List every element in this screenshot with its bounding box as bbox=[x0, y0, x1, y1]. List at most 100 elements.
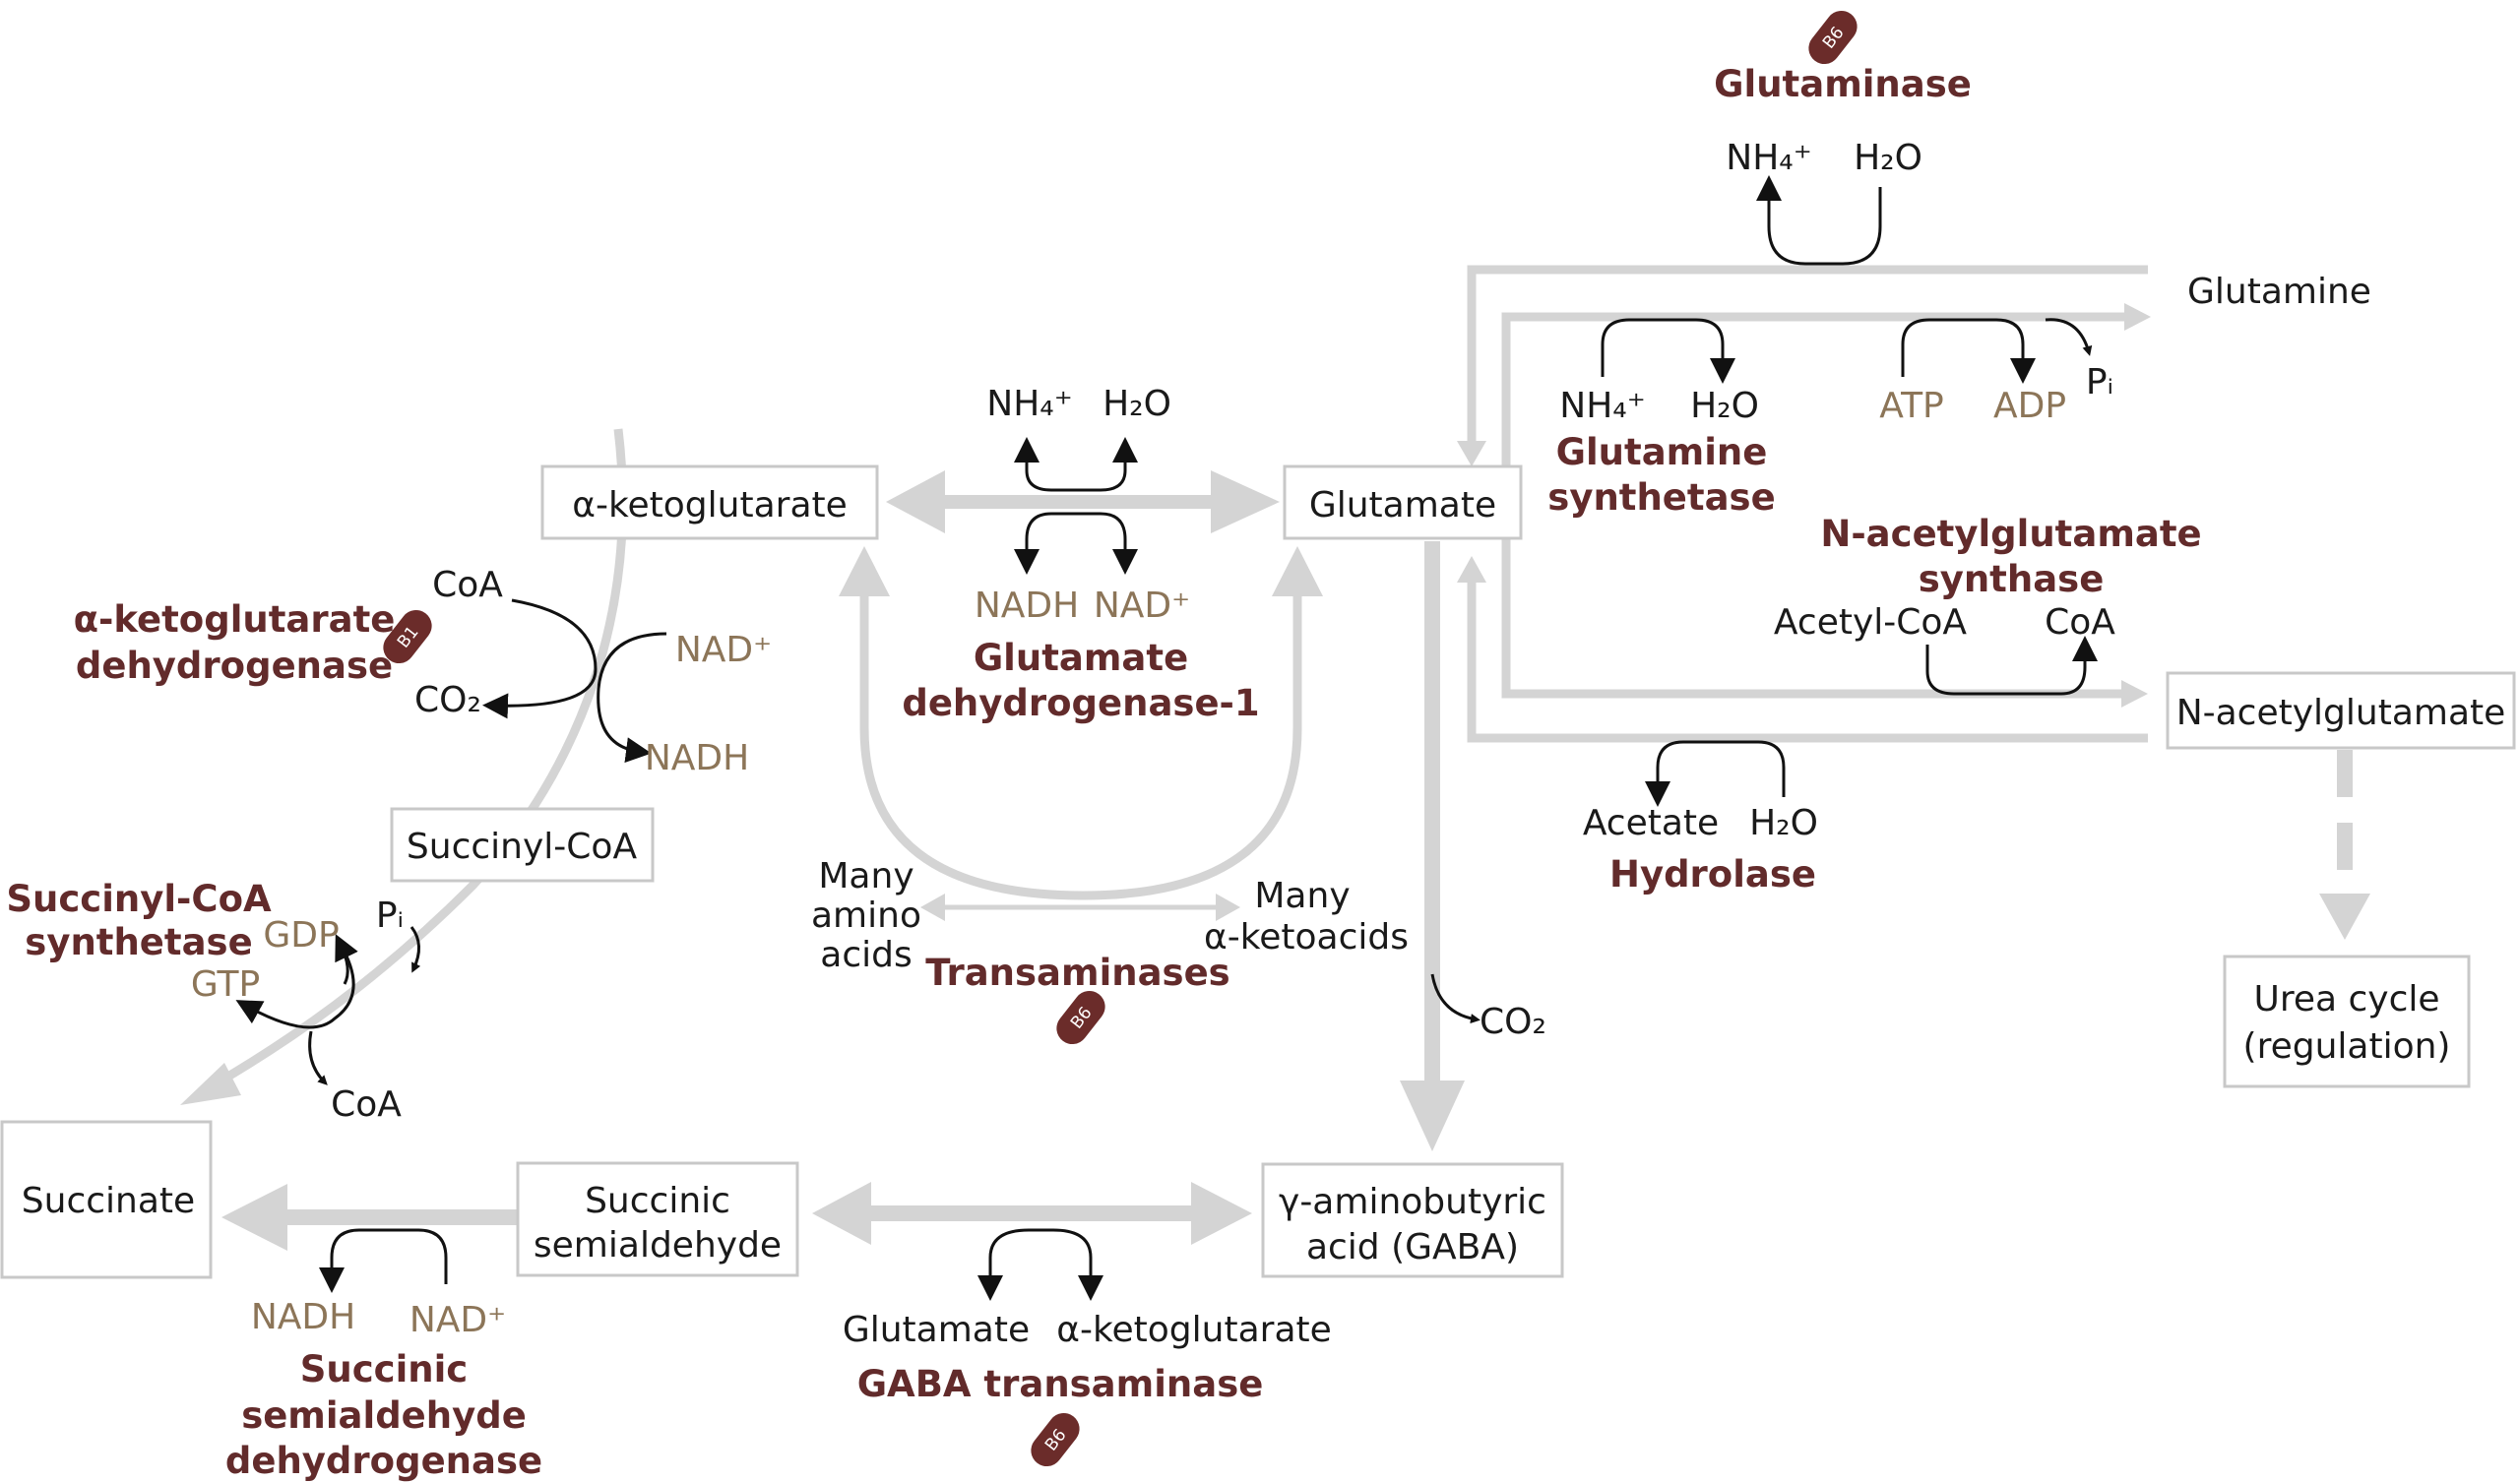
svg-text:Succinic: Succinic bbox=[585, 1181, 730, 1221]
node-succinate: Succinate bbox=[0, 1120, 213, 1279]
gs-h2o-label: H₂O bbox=[1690, 386, 1759, 426]
arrow-nag-to-glutamate bbox=[1457, 556, 2148, 743]
gabat-arrow bbox=[988, 1228, 1103, 1301]
gad-co2-label: CO₂ bbox=[1480, 1002, 1546, 1042]
badge-akgdh-b1: B1 bbox=[383, 609, 432, 664]
enzyme-gdh-line2: dehydrogenase-1 bbox=[902, 682, 1259, 724]
node-glutamine: Glutamine bbox=[2187, 272, 2371, 312]
enzyme-scs-line1: Succinyl-CoA bbox=[6, 878, 272, 920]
svg-text:Glutamate: Glutamate bbox=[1309, 485, 1496, 525]
gdh-nh4-label: NH₄⁺ bbox=[986, 384, 1072, 424]
gdh-nadh-nad-arrow bbox=[1025, 512, 1138, 575]
arrow-nag-urea-cycle bbox=[2319, 750, 2370, 940]
gad-co2-arrow bbox=[1430, 973, 1480, 1023]
node-alpha-ketoglutarate: α-ketoglutarate bbox=[540, 464, 879, 540]
many-amino-acids-line2: amino bbox=[811, 895, 921, 936]
many-amino-acids-line1: Many bbox=[818, 856, 914, 896]
nags-acetylcoa-label: Acetyl-CoA bbox=[1774, 602, 1968, 643]
scs-coa-arrow bbox=[308, 1030, 328, 1085]
enzyme-scs-line2: synthetase bbox=[25, 921, 252, 963]
node-n-acetylglutamate: N-acetylglutamate bbox=[2166, 671, 2516, 750]
nags-acetylcoa-coa-arrow bbox=[1925, 636, 2098, 696]
arrow-ssa-succinate bbox=[221, 1184, 517, 1251]
scs-gtp-label: GTP bbox=[191, 964, 260, 1005]
node-succinyl-coa: Succinyl-CoA bbox=[390, 807, 655, 883]
scs-coa-label: CoA bbox=[331, 1084, 402, 1125]
gdh-nh4-h2o-arrow bbox=[1025, 437, 1138, 492]
gdh-nadh-label: NADH bbox=[975, 586, 1079, 626]
enzyme-gdh-line1: Glutamate bbox=[974, 637, 1188, 679]
svg-text:Succinate: Succinate bbox=[22, 1181, 195, 1221]
svg-text:Succinyl-CoA: Succinyl-CoA bbox=[407, 827, 638, 867]
enzyme-transaminases: Transaminases bbox=[925, 952, 1229, 994]
glutaminase-product-nh4: NH₄⁺ bbox=[1726, 138, 1811, 178]
gs-pi-arrow bbox=[2045, 318, 2093, 356]
enzyme-glutamine-synthetase-line2: synthetase bbox=[1547, 476, 1775, 519]
hydrolase-h2o-acetate-arrow bbox=[1645, 740, 1786, 807]
svg-text:Urea cycle: Urea cycle bbox=[2253, 979, 2439, 1019]
arrow-many-aa-ketoacids bbox=[920, 894, 1240, 921]
arrow-glutamate-to-glutamine bbox=[1501, 303, 2151, 498]
arrow-glutamine-to-glutamate bbox=[1457, 265, 2148, 466]
gs-atp-adp-arrow bbox=[1901, 318, 2036, 384]
enzyme-glutaminase: Glutaminase bbox=[1714, 63, 1972, 105]
svg-text:semialdehyde: semialdehyde bbox=[534, 1225, 782, 1266]
arrow-glutamate-gaba bbox=[1400, 541, 1465, 1151]
enzyme-ssadh-line3: dehydrogenase bbox=[225, 1440, 542, 1482]
enzyme-nags-line1: N-acetylglutamate bbox=[1820, 513, 2201, 555]
gs-nh4-label: NH₄⁺ bbox=[1559, 386, 1645, 426]
hydrolase-h2o-label: H₂O bbox=[1749, 803, 1818, 843]
enzyme-hydrolase: Hydrolase bbox=[1609, 853, 1816, 895]
enzyme-akgdh-line2: dehydrogenase bbox=[76, 645, 393, 687]
many-ketoacids-line2: α-ketoacids bbox=[1204, 917, 1409, 957]
arrow-glutamate-to-nag bbox=[1501, 498, 2148, 708]
gdh-h2o-label: H₂O bbox=[1102, 384, 1171, 424]
svg-text:α-ketoglutarate: α-ketoglutarate bbox=[572, 485, 848, 525]
akgdh-coa-label: CoA bbox=[432, 565, 503, 605]
gdh-nad-label: NAD⁺ bbox=[1094, 586, 1190, 626]
enzyme-ssadh-line2: semialdehyde bbox=[241, 1394, 527, 1437]
node-glutamate: Glutamate bbox=[1283, 464, 1523, 540]
akgdh-coa-co2-arrow bbox=[482, 598, 598, 719]
many-amino-acids-line3: acids bbox=[820, 935, 912, 975]
glutaminase-cofactor-arrow bbox=[1756, 175, 1882, 266]
akgdh-nadh-label: NADH bbox=[645, 738, 749, 778]
akgdh-nad-nadh-arrow bbox=[597, 632, 667, 764]
enzyme-gaba-transaminase: GABA transaminase bbox=[857, 1363, 1264, 1405]
scs-pi-label: Pᵢ bbox=[376, 895, 404, 936]
akgdh-nad-label: NAD⁺ bbox=[675, 630, 772, 670]
node-succinic-semialdehyde: Succinic semialdehyde bbox=[516, 1161, 799, 1277]
gs-nh4-h2o-arrow bbox=[1601, 318, 1735, 384]
node-urea-cycle: Urea cycle (regulation) bbox=[2223, 955, 2471, 1088]
arrow-transaminase-loop bbox=[839, 546, 1323, 900]
gabat-glutamate-label: Glutamate bbox=[843, 1310, 1030, 1350]
svg-text:(regulation): (regulation) bbox=[2243, 1026, 2451, 1067]
enzyme-nags-line2: synthase bbox=[1919, 558, 2105, 600]
badge-gaba-transaminase-b6: B6 bbox=[1031, 1412, 1080, 1467]
gs-adp-label: ADP bbox=[1993, 386, 2066, 426]
svg-text:N-acetylglutamate: N-acetylglutamate bbox=[2176, 693, 2506, 733]
many-ketoacids-line1: Many bbox=[1254, 876, 1350, 916]
gabat-akg-label: α-ketoglutarate bbox=[1056, 1310, 1332, 1350]
svg-text:Glutamine: Glutamine bbox=[2187, 272, 2371, 312]
hydrolase-acetate-label: Acetate bbox=[1583, 803, 1719, 843]
arrow-akg-glutamate bbox=[886, 470, 1280, 533]
enzyme-akgdh-line1: α-ketoglutarate bbox=[74, 598, 396, 641]
enzyme-glutamine-synthetase-line1: Glutamine bbox=[1556, 431, 1768, 473]
node-gaba: γ-aminobutyric acid (GABA) bbox=[1261, 1162, 1564, 1278]
ssadh-nad-label: NAD⁺ bbox=[410, 1300, 506, 1340]
glutaminase-substrate-h2o: H₂O bbox=[1854, 138, 1922, 178]
ssadh-nadh-label: NADH bbox=[251, 1297, 355, 1337]
ssadh-arrow bbox=[319, 1228, 448, 1293]
enzyme-ssadh-line1: Succinic bbox=[300, 1348, 469, 1390]
scs-pi-arrow bbox=[410, 926, 421, 973]
badge-transaminases-b6: B6 bbox=[1056, 990, 1105, 1045]
nags-coa-label: CoA bbox=[2045, 602, 2115, 643]
svg-text:acid (GABA): acid (GABA) bbox=[1306, 1227, 1519, 1267]
scs-gdp-gtp-arrow bbox=[235, 944, 355, 1029]
gs-atp-label: ATP bbox=[1879, 386, 1944, 426]
scs-gdp-label: GDP bbox=[263, 915, 339, 956]
arrow-gaba-ssa bbox=[812, 1182, 1252, 1245]
badge-glutaminase-b6: B6 bbox=[1808, 10, 1858, 65]
